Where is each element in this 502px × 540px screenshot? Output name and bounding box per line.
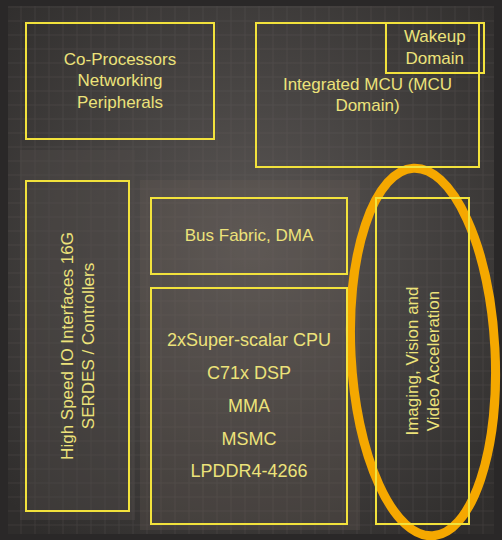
text-holder: Imaging, Vision and Video Acceleration	[377, 199, 468, 523]
region-label: High Speed IO Interfaces 16G SERDES / Co…	[56, 196, 99, 496]
region-box: Co-Processors Networking Peripherals	[25, 22, 215, 140]
region-label: Wakeup Domain	[393, 26, 477, 69]
region-label: MSMC	[222, 428, 277, 451]
region-label: MMA	[228, 395, 270, 418]
region-label: Bus Fabric, DMA	[185, 225, 313, 246]
region-box: Bus Fabric, DMA	[150, 197, 348, 275]
text-holder: Bus Fabric, DMA	[152, 199, 346, 273]
sub-region-box: Wakeup Domain	[385, 22, 485, 74]
region-box: Imaging, Vision and Video Acceleration	[375, 197, 470, 525]
region-label: LPDDR4-4266	[190, 460, 307, 483]
region-label: C71x DSP	[207, 362, 291, 385]
region-label: 2xSuper-scalar CPU	[167, 329, 331, 352]
region-box: High Speed IO Interfaces 16G SERDES / Co…	[25, 180, 130, 512]
region-label: Integrated MCU (MCU Domain)	[263, 74, 472, 117]
text-holder: High Speed IO Interfaces 16G SERDES / Co…	[27, 182, 128, 510]
region-box: 2xSuper-scalar CPU C71x DSP MMA MSMC LPDDR4-…	[150, 287, 348, 525]
text-holder: 2xSuper-scalar CPU C71x DSP MMA MSMC LPDDR4-…	[152, 289, 346, 523]
region-label: Co-Processors Networking Peripherals	[33, 49, 207, 113]
region-label: Imaging, Vision and Video Acceleration	[401, 269, 444, 454]
region-box: Integrated MCU (MCU Domain) Wakeup Domain	[255, 22, 480, 168]
text-holder: Co-Processors Networking Peripherals	[27, 24, 213, 138]
text-holder: Wakeup Domain	[387, 24, 483, 72]
